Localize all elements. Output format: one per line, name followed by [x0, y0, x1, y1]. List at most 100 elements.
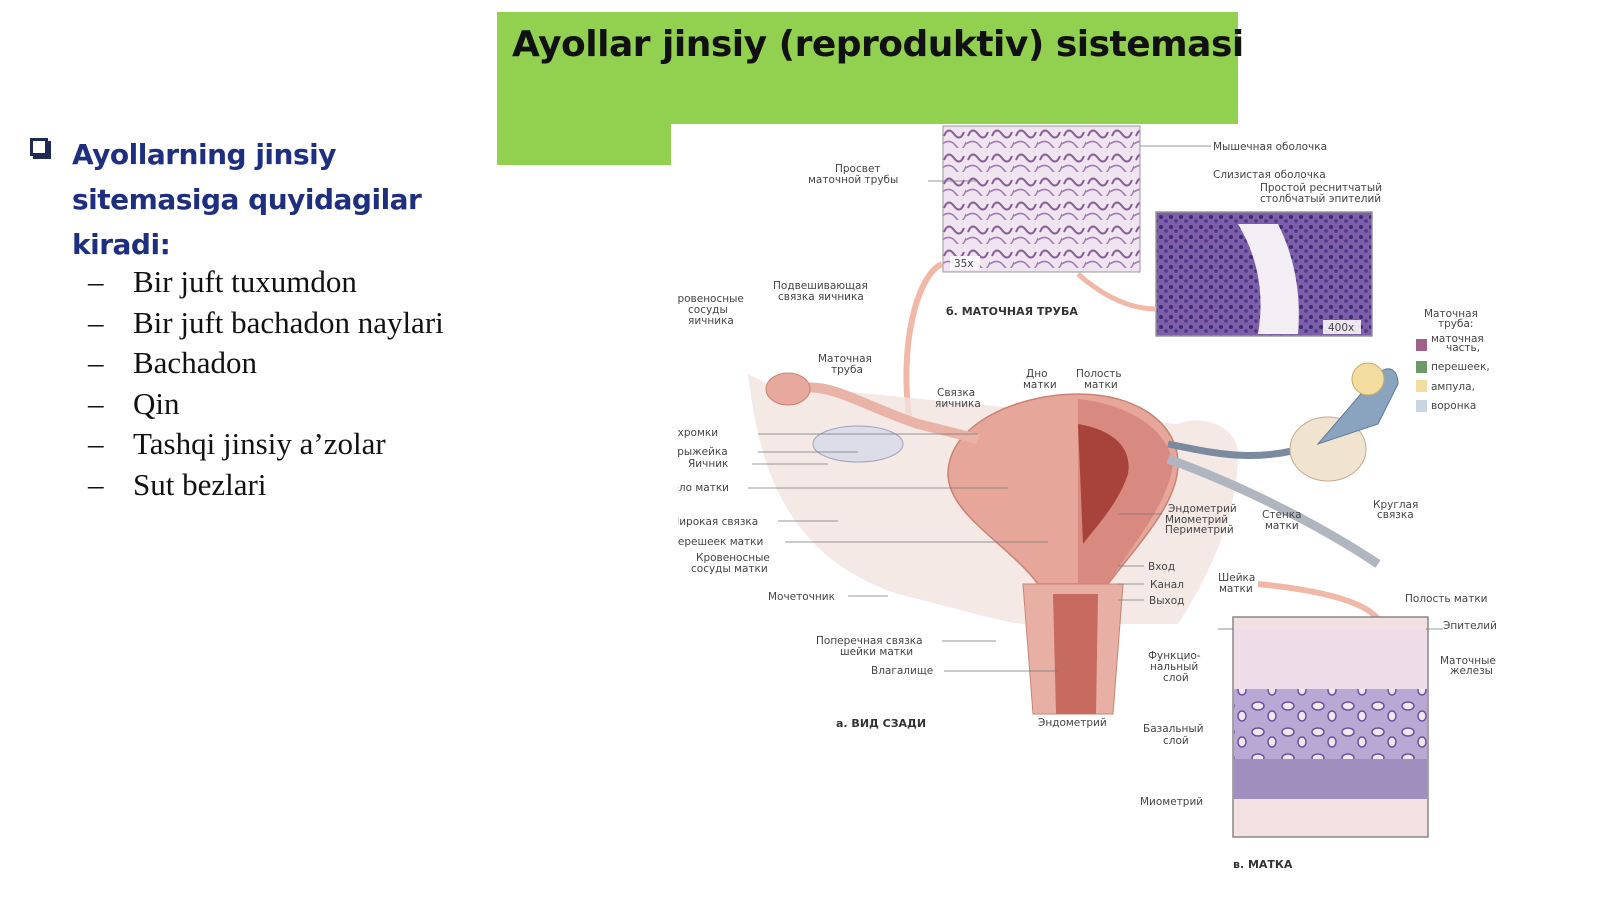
- svg-text:б. МАТОЧНАЯ ТРУБА: б. МАТОЧНАЯ ТРУБА: [946, 305, 1078, 318]
- legend-swatch-infundibulum: [1416, 400, 1427, 412]
- svg-text:труба:: труба:: [1438, 318, 1473, 330]
- fimbriae: [765, 372, 811, 406]
- svg-text:матки: матки: [1265, 520, 1299, 532]
- svg-text:Круглая: Круглая: [1373, 499, 1418, 511]
- svg-text:матки: матки: [1084, 379, 1118, 391]
- dash-bullet: –: [88, 304, 104, 340]
- list-item: –Qin: [88, 384, 444, 425]
- svg-text:матки: матки: [1219, 583, 1253, 595]
- svg-text:Канал: Канал: [1150, 579, 1184, 591]
- arrow-to-uterus-detail: [1257, 581, 1381, 622]
- arrow-to-tube-detail: [903, 261, 944, 425]
- title-banner-tab: [497, 123, 671, 165]
- dash-bullet: –: [88, 466, 104, 502]
- list-item: –Bir juft tuxumdon: [88, 262, 444, 303]
- svg-text:Базальный: Базальный: [1143, 723, 1204, 735]
- svg-text:воронка: воронка: [1431, 400, 1476, 412]
- svg-text:перешеек,: перешеек,: [1431, 361, 1490, 373]
- svg-text:столбчатый эпителий: столбчатый эпителий: [1260, 193, 1381, 205]
- svg-text:Тело матки: Тело матки: [678, 482, 729, 494]
- dash-bullet: –: [88, 385, 104, 421]
- section-heading: Ayollarning jinsiy sitemasiga quyidagila…: [30, 132, 500, 267]
- svg-text:нальный: нальный: [1150, 661, 1198, 673]
- svg-text:маточная: маточная: [1431, 333, 1484, 345]
- slide-title: Ayollar jinsiy (reproduktiv) sistemasi: [512, 24, 1244, 65]
- svg-text:Шейка: Шейка: [1218, 572, 1255, 584]
- svg-text:Влагалище: Влагалище: [871, 665, 933, 677]
- svg-text:Широкая связка: Широкая связка: [678, 516, 758, 528]
- svg-text:Стенка: Стенка: [1262, 509, 1302, 521]
- list-item: –Bachadon: [88, 343, 444, 384]
- legend-swatch-uterine: [1416, 339, 1427, 351]
- tube-lumen: [1238, 224, 1299, 334]
- svg-text:слой: слой: [1163, 672, 1189, 684]
- svg-text:Поперечная связка: Поперечная связка: [816, 635, 923, 647]
- svg-text:400x: 400x: [1328, 322, 1354, 334]
- svg-text:Маточные: Маточные: [1440, 655, 1496, 667]
- svg-text:Простой реснитчатый: Простой реснитчатый: [1260, 182, 1382, 194]
- svg-text:Эндометрий: Эндометрий: [1168, 503, 1237, 515]
- title-banner: [497, 12, 1238, 124]
- list-item: –Bir juft bachadon naylari: [88, 303, 444, 344]
- svg-text:связка: связка: [1377, 509, 1414, 521]
- svg-text:Кровеносные: Кровеносные: [678, 293, 744, 305]
- svg-text:Функцио-: Функцио-: [1148, 650, 1201, 662]
- round-ligament: [1166, 454, 1381, 568]
- svg-text:слой: слой: [1163, 735, 1189, 747]
- anatomy-figure: 35x 400x: [678, 124, 1558, 894]
- svg-text:Дно: Дно: [1026, 368, 1048, 380]
- vaginal-canal: [1053, 594, 1098, 714]
- legend-swatch-ampulla: [1416, 380, 1427, 392]
- svg-text:Миометрий: Миометрий: [1165, 514, 1228, 526]
- list-item: –Sut bezlari: [88, 465, 444, 506]
- svg-text:Мышечная оболочка: Мышечная оболочка: [1213, 141, 1327, 153]
- svg-text:Эпителий: Эпителий: [1443, 620, 1497, 632]
- anatomy-diagram: 35x 400x: [678, 125, 1497, 871]
- svg-text:Вход: Вход: [1148, 561, 1175, 573]
- svg-text:Просвет: Просвет: [835, 163, 881, 175]
- checkbox-bullet-icon: [30, 138, 51, 159]
- ovary-left: [812, 425, 904, 463]
- histology-tube-35x: [942, 125, 1141, 273]
- svg-text:сосуды: сосуды: [688, 304, 728, 316]
- dash-bullet: –: [88, 345, 104, 380]
- svg-text:яичника: яичника: [935, 398, 981, 410]
- svg-text:Яичник: Яичник: [688, 458, 728, 470]
- fallopian-tube-left: [785, 382, 980, 444]
- organ-list: –Bir juft tuxumdon –Bir juft bachadon na…: [88, 262, 444, 505]
- svg-text:связка яичника: связка яичника: [778, 291, 864, 303]
- svg-text:сосуды матки: сосуды матки: [691, 563, 768, 575]
- svg-text:Слизистая оболочка: Слизистая оболочка: [1213, 169, 1326, 181]
- svg-text:Выход: Выход: [1149, 595, 1184, 607]
- uterine-cavity: [1078, 424, 1129, 544]
- legend-swatch-isthmus: [1416, 361, 1427, 373]
- list-item: –Tashqi jinsiy a’zolar: [88, 424, 444, 465]
- svg-text:в. МАТКА: в. МАТКА: [1233, 858, 1293, 871]
- svg-text:Мочеточник: Мочеточник: [768, 591, 835, 603]
- svg-text:труба: труба: [831, 364, 863, 376]
- svg-text:Полость матки: Полость матки: [1405, 593, 1488, 605]
- dash-bullet: –: [88, 426, 104, 461]
- svg-text:Маточная: Маточная: [818, 353, 872, 365]
- svg-text:Связка: Связка: [937, 387, 975, 399]
- svg-text:Периметрий: Периметрий: [1165, 524, 1234, 536]
- svg-text:яичника: яичника: [688, 315, 734, 327]
- svg-text:35x: 35x: [954, 258, 974, 270]
- svg-text:Брыжейка: Брыжейка: [678, 446, 728, 458]
- svg-text:матки: матки: [1023, 379, 1057, 391]
- svg-text:ампула,: ампула,: [1431, 381, 1475, 393]
- dash-bullet: –: [88, 264, 104, 299]
- svg-text:часть,: часть,: [1446, 342, 1480, 354]
- svg-text:Кровеносные: Кровеносные: [696, 552, 770, 564]
- svg-text:Перешеек матки: Перешеек матки: [678, 536, 763, 548]
- svg-text:Полость: Полость: [1076, 368, 1122, 380]
- heading-text: Ayollarning jinsiy sitemasiga quyidagila…: [72, 138, 422, 261]
- svg-text:Маточная: Маточная: [1424, 308, 1478, 320]
- svg-text:Подвешивающая: Подвешивающая: [773, 280, 868, 292]
- svg-text:Бахромки: Бахромки: [678, 427, 718, 439]
- svg-text:шейки матки: шейки матки: [840, 646, 913, 658]
- svg-text:Миометрий: Миометрий: [1140, 796, 1203, 808]
- svg-text:Эндометрий: Эндометрий: [1038, 717, 1107, 729]
- svg-text:а. ВИД СЗАДИ: а. ВИД СЗАДИ: [836, 717, 926, 730]
- svg-text:маточной трубы: маточной трубы: [808, 174, 898, 186]
